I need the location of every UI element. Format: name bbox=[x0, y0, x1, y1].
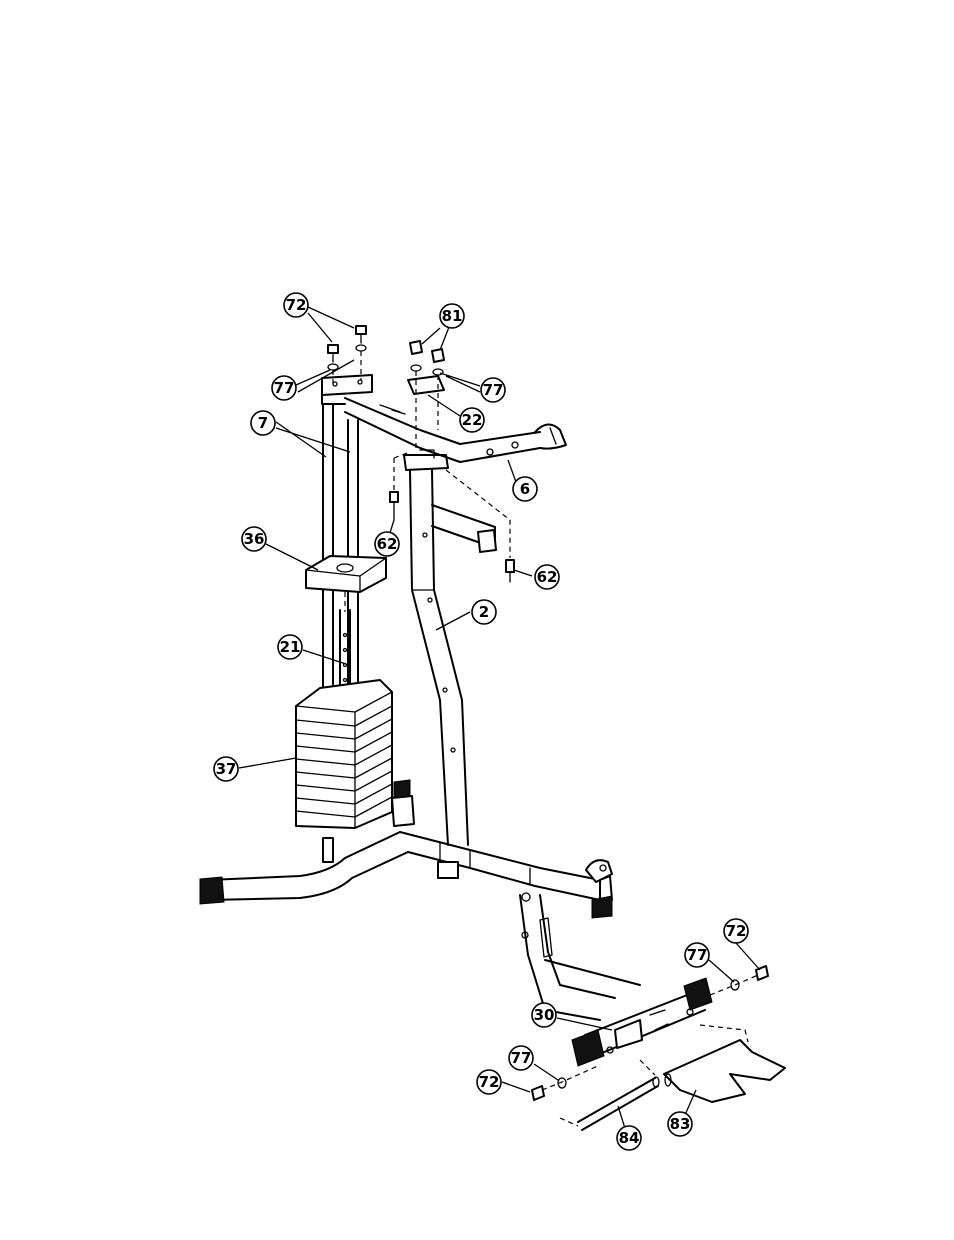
callout-72-top: 72 bbox=[284, 293, 308, 317]
callout-label: 83 bbox=[670, 1115, 691, 1133]
callout-label: 22 bbox=[462, 411, 483, 429]
callout-30: 30 bbox=[532, 1003, 556, 1027]
callout-77-top-right: 77 bbox=[481, 378, 505, 402]
callout-label: 77 bbox=[511, 1049, 532, 1067]
callout-label: 6 bbox=[520, 480, 530, 498]
callout-label: 77 bbox=[483, 381, 504, 399]
callout-77-rear-right: 77 bbox=[685, 943, 709, 967]
callout-2: 2 bbox=[472, 600, 496, 624]
callout-label: 77 bbox=[274, 379, 295, 397]
callout-label: 72 bbox=[726, 922, 747, 940]
callout-label: 2 bbox=[479, 603, 489, 621]
callout-label: 84 bbox=[619, 1129, 640, 1147]
weight-top-plate bbox=[306, 556, 386, 700]
callout-label: 81 bbox=[442, 307, 463, 325]
callout-label: 72 bbox=[286, 296, 307, 314]
callout-6: 6 bbox=[513, 477, 537, 501]
weight-stack bbox=[296, 680, 392, 828]
rear-bar bbox=[572, 978, 712, 1066]
callout-77-top-left: 77 bbox=[272, 376, 296, 400]
callout-7: 7 bbox=[251, 411, 275, 435]
callout-77-rear-left: 77 bbox=[509, 1046, 533, 1070]
callout-label: 30 bbox=[534, 1006, 555, 1024]
callout-label: 36 bbox=[244, 530, 265, 548]
callout-21: 21 bbox=[278, 635, 302, 659]
callout-62-left: 62 bbox=[375, 532, 399, 556]
callout-84: 84 bbox=[617, 1126, 641, 1150]
callout-36: 36 bbox=[242, 527, 266, 551]
callout-label: 77 bbox=[687, 946, 708, 964]
callout-72-rear-right: 72 bbox=[724, 919, 748, 943]
base-frame bbox=[200, 780, 640, 1020]
callout-83: 83 bbox=[668, 1112, 692, 1136]
callout-81: 81 bbox=[440, 304, 464, 328]
callout-label: 37 bbox=[216, 760, 237, 778]
callout-label: 62 bbox=[537, 568, 558, 586]
callout-62-right: 62 bbox=[535, 565, 559, 589]
callout-72-rear-left: 72 bbox=[477, 1070, 501, 1094]
callout-label: 62 bbox=[377, 535, 398, 553]
callout-label: 21 bbox=[280, 638, 301, 656]
callout-label: 72 bbox=[479, 1073, 500, 1091]
main-upright bbox=[404, 450, 496, 845]
callout-label: 7 bbox=[258, 414, 268, 432]
callout-22: 22 bbox=[460, 408, 484, 432]
callout-37: 37 bbox=[214, 757, 238, 781]
